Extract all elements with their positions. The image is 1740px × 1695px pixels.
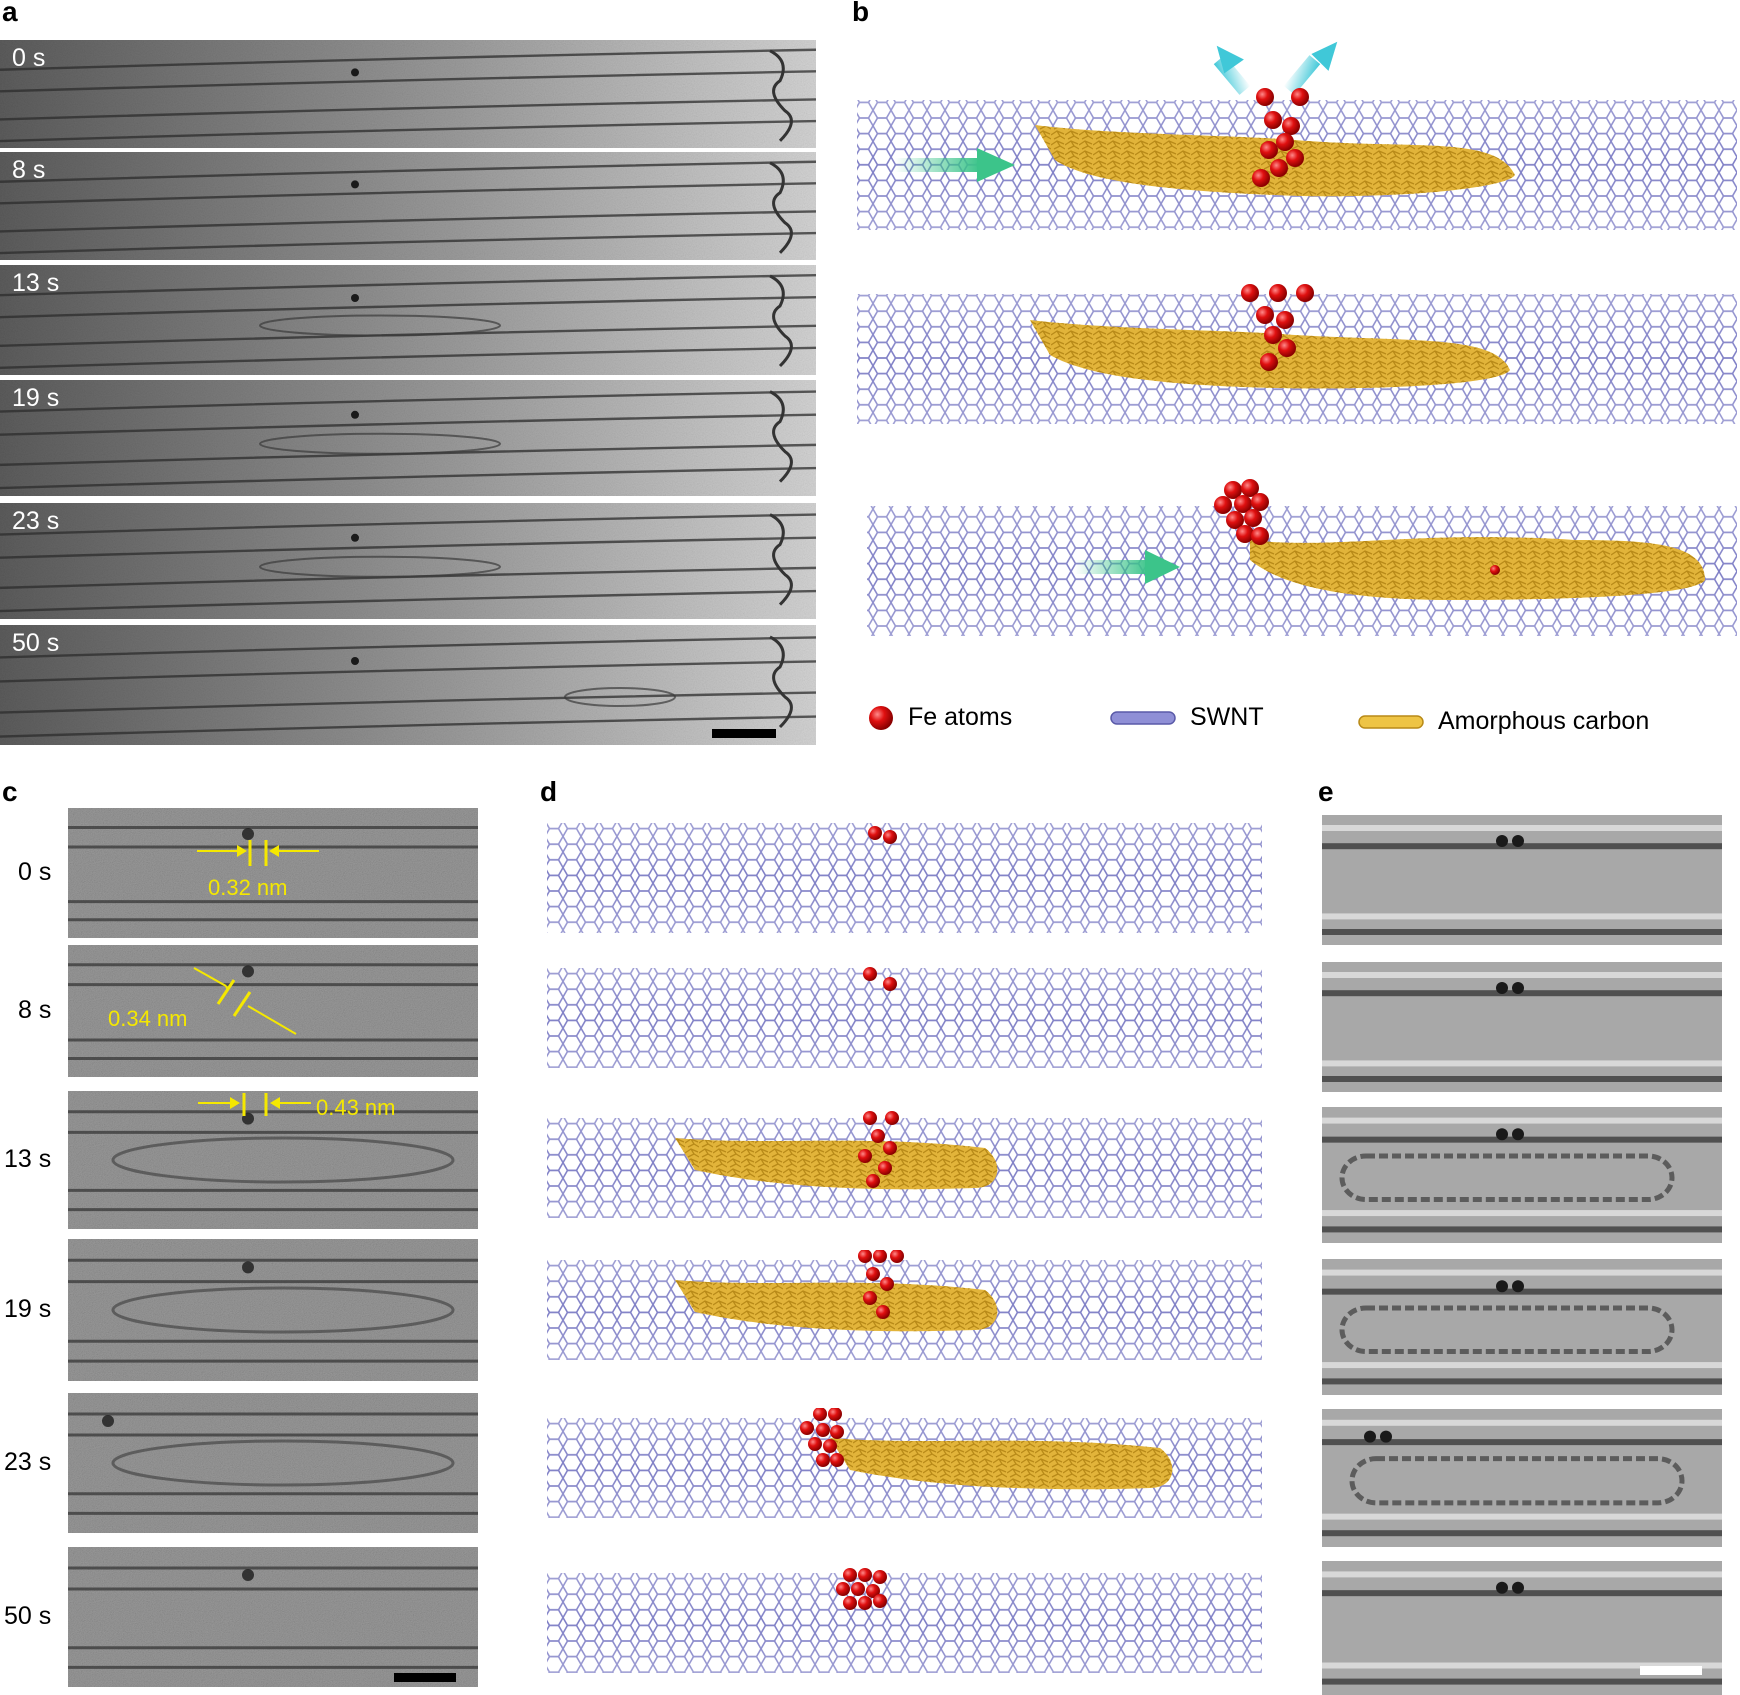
panel-e-frame — [1322, 815, 1722, 945]
panel-d-model — [545, 1408, 1270, 1526]
legend-swnt-label: SWNT — [1190, 703, 1264, 731]
panel-d-model — [545, 1250, 1270, 1368]
panel-a-frame: 8 s — [0, 152, 816, 260]
measurement-3-label: 0.43 nm — [316, 1095, 396, 1120]
panel-c-frame — [68, 1547, 478, 1687]
legend-carbon: Amorphous carbon — [1358, 707, 1649, 736]
fe-atom-icon — [869, 705, 893, 730]
panel-a-scale-bar — [712, 729, 776, 738]
panel-c-time-label: 19 s — [4, 1295, 52, 1323]
panel-b-model-2 — [855, 280, 1740, 430]
panel-c-time-label: 13 s — [4, 1145, 52, 1173]
panel-c-time-label: 50 s — [4, 1602, 52, 1630]
measurement-3 — [196, 1092, 316, 1124]
panel-c-time-label: 23 s — [4, 1448, 52, 1476]
measurement-1 — [195, 838, 325, 878]
legend-fe: Fe atoms — [868, 703, 1012, 732]
panel-a-time-label: 0 s — [12, 44, 46, 72]
panel-c-scale-bar — [394, 1673, 456, 1682]
panel-a-frame: 23 s — [0, 503, 816, 619]
measurement-2-label: 0.34 nm — [108, 1006, 188, 1031]
panel-c-letter: c — [2, 776, 18, 807]
panel-a-time-label: 19 s — [12, 384, 60, 412]
panel-d-letter: d — [540, 776, 558, 807]
panel-a-frame: 50 s — [0, 625, 816, 745]
panel-c-time-label: 8 s — [18, 996, 52, 1024]
panel-b-model-1 — [855, 40, 1740, 240]
panel-b-model-3 — [855, 470, 1740, 640]
panel-a-frame: 19 s — [0, 380, 816, 496]
panel-e-frame — [1322, 962, 1722, 1092]
panel-c-frame — [68, 945, 478, 1077]
legend-fe-label: Fe atoms — [908, 703, 1013, 731]
panel-e-frame — [1322, 1107, 1722, 1243]
carbon-bond-icon — [1358, 714, 1424, 729]
panel-c-frame — [68, 808, 478, 938]
panel-c-frame — [68, 1091, 478, 1229]
panel-c-frame — [68, 1393, 478, 1533]
measurement-2 — [190, 962, 300, 1038]
panel-a-frame: 13 s — [0, 265, 816, 375]
panel-c-time-label: 0 s — [18, 858, 52, 886]
panel-a-time-label: 8 s — [12, 156, 46, 184]
panel-e-scale-bar — [1640, 1666, 1702, 1675]
panel-d-model — [545, 813, 1270, 938]
panel-e-frame — [1322, 1259, 1722, 1395]
panel-e-frame — [1322, 1409, 1722, 1547]
legend-swnt: SWNT — [1110, 703, 1264, 732]
panel-d-model — [545, 1108, 1270, 1226]
panel-d-model — [545, 1563, 1270, 1681]
swnt-bond-icon — [1110, 710, 1176, 725]
panel-a-time-label: 23 s — [12, 507, 60, 535]
panel-d-model — [545, 958, 1270, 1076]
panel-a-frame: 0 s — [0, 40, 816, 148]
panel-a-time-label: 13 s — [12, 269, 60, 297]
panel-c-frame — [68, 1239, 478, 1381]
panel-b-letter: b — [852, 0, 870, 27]
panel-a-letter: a — [2, 0, 18, 27]
legend-carbon-label: Amorphous carbon — [1438, 707, 1650, 735]
panel-e-letter: e — [1318, 776, 1334, 807]
measurement-1-label: 0.32 nm — [208, 875, 288, 900]
panel-a-time-label: 50 s — [12, 629, 60, 657]
